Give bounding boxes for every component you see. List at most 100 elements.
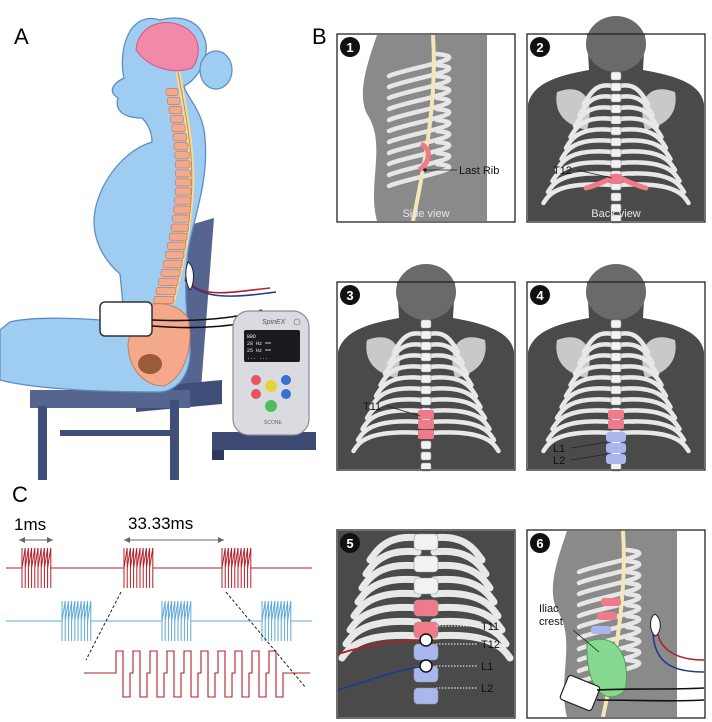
rib-right	[430, 631, 514, 662]
vertebra	[160, 268, 181, 277]
highlighted-vertebra	[418, 410, 434, 419]
vertebra	[610, 341, 622, 351]
vertebra	[610, 82, 622, 92]
rib-right	[617, 375, 669, 399]
callout-dot	[423, 168, 427, 172]
vertebra	[163, 259, 183, 268]
callout-label: Last Rib	[459, 165, 499, 177]
rib-side	[576, 613, 642, 641]
vertebra	[610, 385, 622, 395]
rib-right	[617, 94, 655, 118]
rib-side	[386, 139, 452, 167]
upper-electrode	[650, 613, 661, 637]
highlighted-vertebra-lumbar	[606, 454, 626, 464]
rib-side	[386, 161, 452, 189]
vertebra	[610, 203, 622, 213]
rib-left	[545, 419, 615, 443]
panel-a: A	[0, 17, 316, 480]
rib-left	[581, 331, 615, 355]
rib-left	[541, 430, 615, 454]
rib-right	[427, 430, 501, 454]
vertebra	[172, 214, 190, 223]
rib-left	[559, 386, 615, 410]
rib-side	[386, 84, 452, 112]
rib-left	[354, 575, 422, 606]
spinal-cord-side	[411, 34, 436, 222]
button-warning-icon	[265, 380, 277, 392]
vertebra	[175, 178, 192, 187]
vertebra	[420, 363, 432, 373]
step-number: 1	[346, 40, 353, 55]
frame-border	[526, 33, 706, 223]
vertebra	[610, 159, 622, 169]
callout-label: L2	[553, 455, 565, 467]
cable-black-1	[596, 687, 705, 691]
highlighted-vertebra	[591, 626, 611, 634]
vertebra	[167, 97, 181, 105]
highlighted-vertebra	[418, 430, 434, 439]
screen-line: BBD	[247, 334, 256, 340]
highlighted-vertebra-lumbar	[606, 432, 626, 442]
zoomed-biphasic-pulses	[84, 650, 310, 698]
callout-line	[386, 405, 421, 417]
rib-right	[430, 533, 486, 564]
rib-right	[617, 397, 678, 421]
vertebra	[610, 71, 622, 81]
vertebra	[413, 555, 439, 573]
rib-right	[617, 105, 660, 129]
callout-line	[570, 453, 609, 461]
rib-right	[430, 603, 506, 634]
cable-red	[337, 639, 427, 655]
rib-right	[427, 375, 479, 399]
highlighted-vertebra	[597, 612, 617, 620]
vertebra	[420, 396, 432, 406]
step-number-badge	[340, 533, 360, 553]
vertebra	[158, 277, 179, 286]
iliac-crest-highlight	[586, 639, 627, 698]
rib-left	[577, 342, 615, 366]
vertebra	[610, 352, 622, 362]
callout-line	[572, 629, 600, 653]
frame-border	[526, 281, 706, 471]
rib-left	[581, 83, 615, 107]
rib-right	[427, 342, 465, 366]
vertebra	[610, 148, 622, 158]
vertebra	[420, 374, 432, 384]
cable-blue	[652, 629, 705, 673]
rib-right	[617, 171, 687, 195]
view-label: Side view	[402, 208, 449, 220]
vertebra	[420, 385, 432, 395]
vertebra	[413, 533, 439, 551]
vertebra	[420, 352, 432, 362]
vertebra	[413, 687, 439, 705]
rib-left	[545, 171, 615, 195]
highlighted-vertebra-thoracic	[608, 420, 624, 429]
rib-left	[362, 547, 422, 578]
vertebra	[174, 151, 190, 160]
rib-left	[364, 397, 425, 421]
vertebra	[610, 363, 622, 373]
rib-right	[617, 331, 651, 355]
rib-left	[355, 419, 425, 443]
rib-right	[427, 386, 483, 410]
screen-line: 25 Hz ==	[247, 348, 271, 354]
vertebra	[420, 341, 432, 351]
view-label: Back view	[591, 208, 641, 220]
rib-right	[427, 353, 470, 377]
frame-border	[526, 529, 706, 719]
rib-side	[576, 646, 642, 674]
rib-side	[576, 602, 642, 630]
rib-left	[346, 603, 422, 634]
upper-electrode	[185, 261, 194, 291]
rib-side	[576, 591, 642, 619]
rib-left	[568, 116, 615, 140]
callout-label: T12	[553, 165, 572, 177]
rib-right	[430, 617, 510, 648]
vertebra	[610, 214, 622, 224]
step-number: 3	[346, 288, 353, 303]
rib-right	[617, 364, 664, 388]
vertebra	[420, 451, 432, 461]
